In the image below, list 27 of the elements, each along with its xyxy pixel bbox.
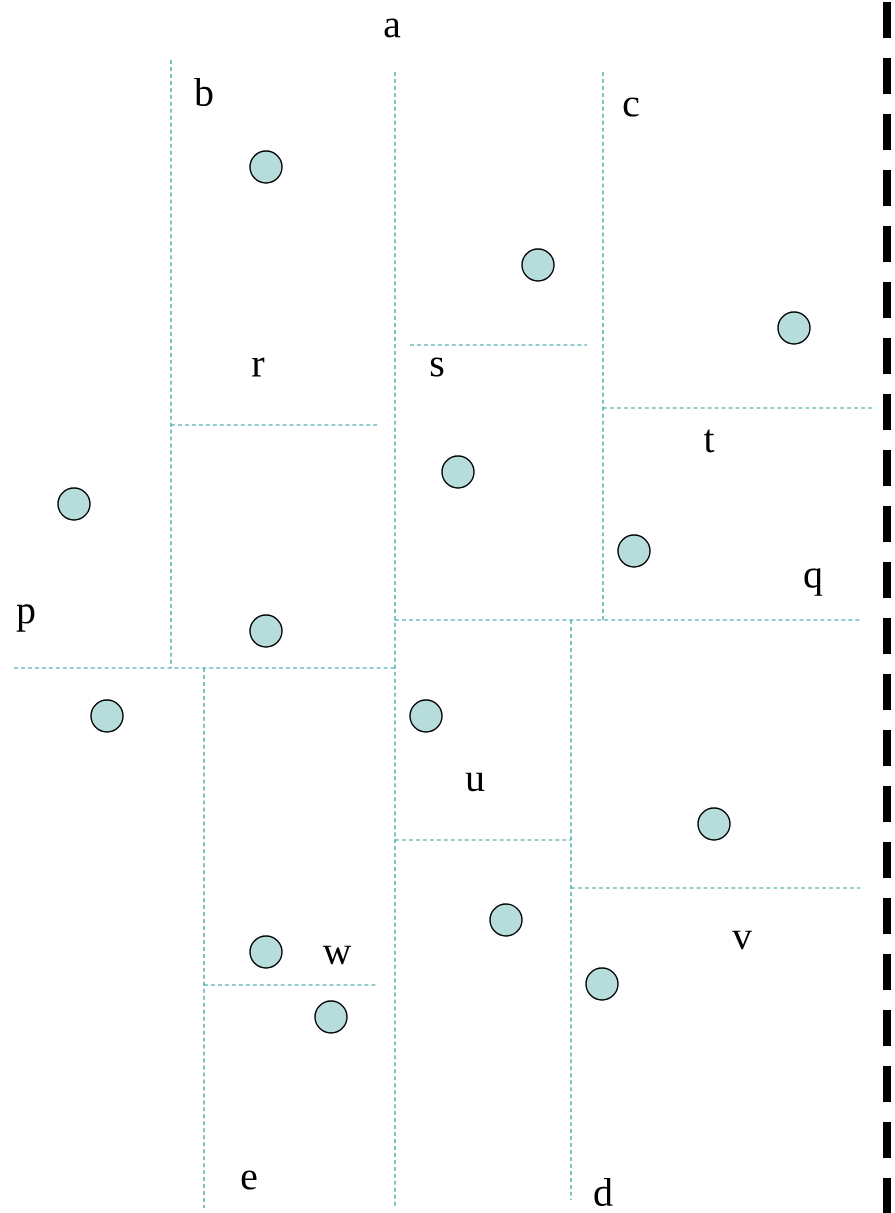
- region-label: w: [322, 945, 352, 965]
- region-label: a: [384, 18, 401, 38]
- data-point: [409, 699, 443, 733]
- data-point: [314, 1000, 348, 1034]
- region-label: s: [430, 357, 444, 377]
- region-label: t: [703, 429, 715, 453]
- region-label: b: [194, 78, 213, 106]
- region-label: c: [623, 97, 639, 117]
- region-label: p: [16, 604, 35, 632]
- data-point: [90, 699, 124, 733]
- data-point: [249, 150, 283, 184]
- data-point: [441, 455, 475, 489]
- region-label: r: [252, 357, 265, 377]
- region-label: q: [804, 568, 823, 596]
- region-label: v: [732, 930, 752, 950]
- region-label: u: [465, 772, 485, 792]
- data-point: [617, 534, 651, 568]
- region-label: e: [241, 1170, 257, 1190]
- data-point: [57, 487, 91, 521]
- region-label: d: [594, 1178, 613, 1207]
- data-point: [249, 614, 283, 648]
- data-point: [697, 807, 731, 841]
- data-point: [777, 311, 811, 345]
- data-point: [521, 248, 555, 282]
- data-point: [489, 903, 523, 937]
- data-point: [249, 935, 283, 969]
- data-point: [585, 967, 619, 1001]
